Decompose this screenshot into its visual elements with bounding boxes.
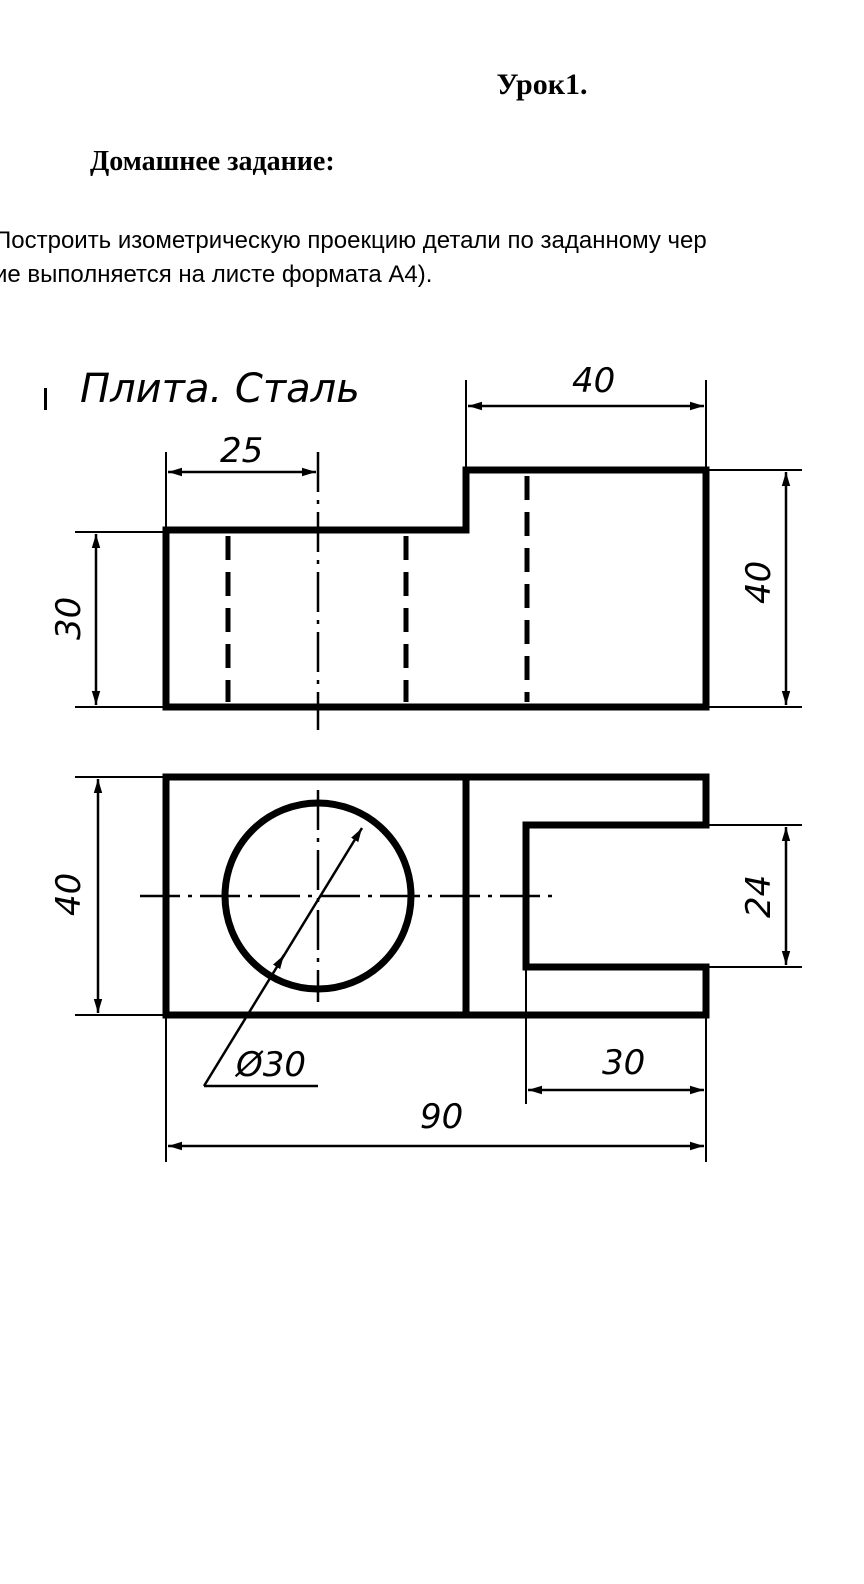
dim-90: 90 — [420, 1097, 463, 1137]
lesson-title: Урок1. — [496, 68, 588, 101]
dim-40-top-view: 40 — [49, 873, 89, 916]
task-line-1: Построить изометрическую проекцию детали… — [0, 227, 707, 254]
dim-25: 25 — [220, 431, 263, 471]
title-tick — [44, 388, 47, 410]
dim-40-right: 40 — [739, 561, 779, 604]
front-view — [75, 380, 802, 730]
top-view — [75, 773, 802, 1162]
dim-30-slot: 30 — [602, 1043, 645, 1083]
task-line-2: ие выполняется на листе формата А4). — [0, 261, 433, 288]
dim-40-top: 40 — [572, 361, 615, 401]
task-text: Построить изометрическую проекцию детали… — [0, 224, 864, 292]
homework-heading: Домашнее задание: — [90, 146, 335, 177]
top-view-outline — [162, 773, 710, 1019]
dim-diameter-30: Ø30 — [234, 1045, 306, 1085]
front-view-outline — [162, 466, 710, 711]
drawing-title: Плита. Сталь — [80, 366, 360, 412]
technical-drawing: Плита. Сталь 25 40 30 40 — [44, 361, 802, 1162]
dim-30-left: 30 — [49, 597, 89, 640]
dim-24: 24 — [739, 875, 779, 918]
